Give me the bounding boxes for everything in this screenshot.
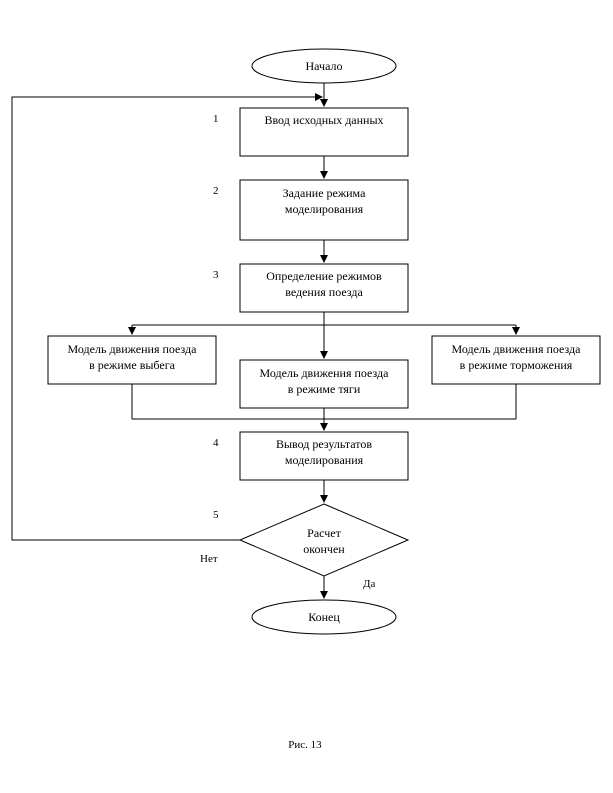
step-number-4: 4 — [213, 437, 219, 449]
mode-label-line1: Задание режима — [283, 186, 366, 200]
branch-label-no: Нет — [200, 553, 218, 565]
branch-label-yes: Да — [363, 578, 376, 590]
start-label: Начало — [306, 59, 343, 73]
output-label-line1: Вывод результатов — [276, 437, 372, 451]
output-box — [239, 431, 409, 481]
step-number-3: 3 — [213, 269, 219, 281]
coast-label-line1: Модель движения поезда — [68, 342, 198, 356]
decision-label-line1: Расчет — [307, 526, 341, 540]
traction-label-line1: Модель движения поезда — [260, 366, 390, 380]
coast-model-box — [47, 335, 217, 385]
mode-label-line2: моделирования — [285, 202, 364, 216]
coast-label-line2: в режиме выбега — [89, 358, 176, 372]
input-data-label: Ввод исходных данных — [264, 113, 383, 127]
step-number-5: 5 — [213, 509, 219, 521]
step-number-1: 1 — [213, 113, 219, 125]
decision-diamond — [238, 503, 410, 577]
determine-label-line1: Определение режимов — [266, 269, 382, 283]
decision-label-line2: окончен — [303, 542, 345, 556]
input-data-box — [239, 107, 409, 157]
braking-model-box — [431, 335, 601, 385]
traction-model-box — [239, 359, 409, 409]
braking-label-line1: Модель движения поезда — [452, 342, 582, 356]
determine-label-line2: ведения поезда — [285, 285, 363, 299]
determine-box — [239, 263, 409, 313]
braking-label-line2: в режиме торможения — [460, 358, 573, 372]
figure-caption: Рис. 13 — [288, 739, 322, 751]
traction-label-line2: в режиме тяги — [288, 382, 361, 396]
loop-back-arrow — [11, 93, 323, 541]
step-number-2: 2 — [213, 185, 219, 197]
end-label: Конец — [308, 610, 340, 624]
end-terminator — [251, 599, 397, 635]
output-label-line2: моделирования — [285, 453, 364, 467]
